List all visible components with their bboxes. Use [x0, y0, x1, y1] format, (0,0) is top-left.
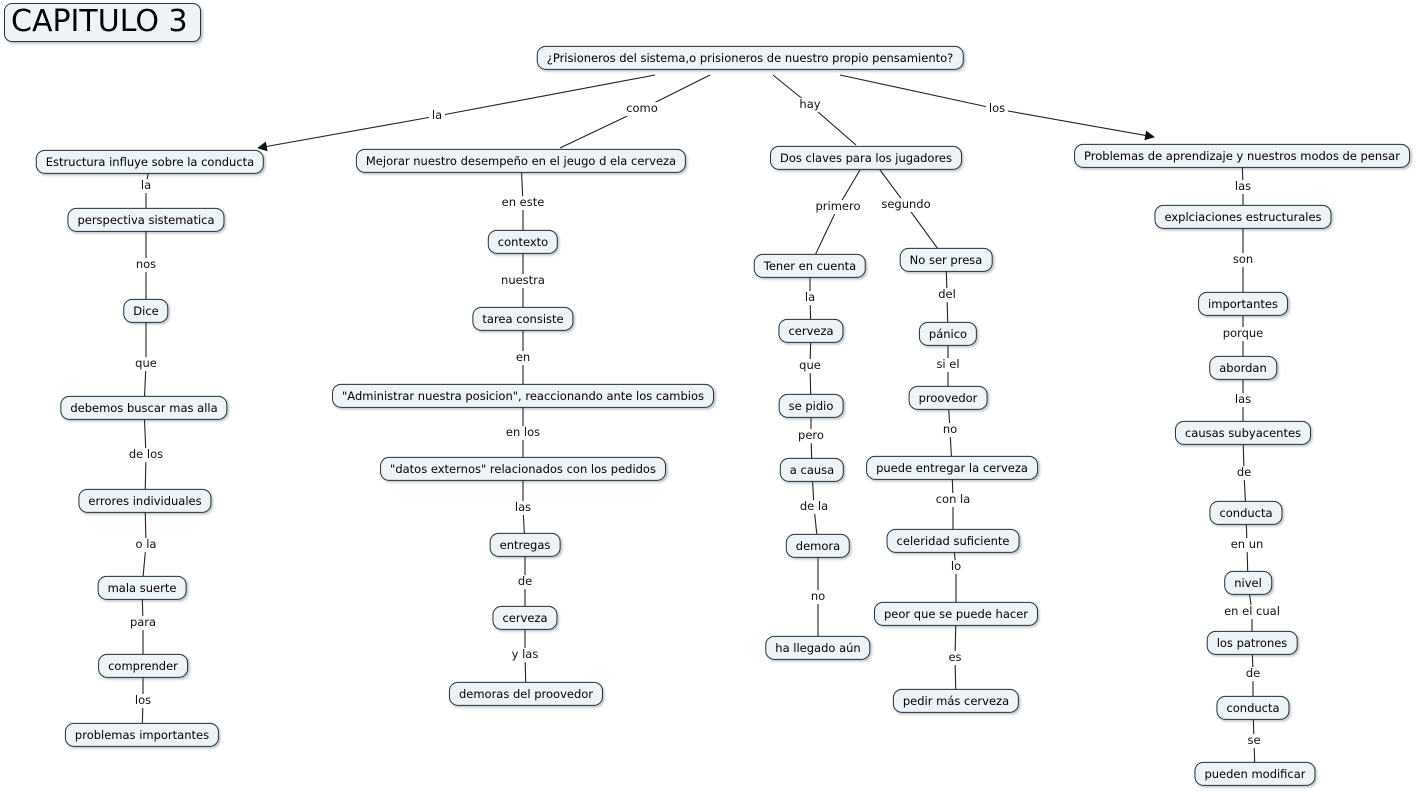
- concept-node[interactable]: conducta: [1209, 500, 1283, 526]
- concept-node[interactable]: cerveza: [492, 605, 558, 631]
- concept-node[interactable]: debemos buscar mas alla: [60, 395, 228, 421]
- link-phrase[interactable]: las: [1231, 392, 1255, 407]
- link-phrase[interactable]: si el: [933, 357, 963, 372]
- link-phrase[interactable]: hay: [796, 97, 824, 112]
- concept-node[interactable]: mala suerte: [97, 575, 187, 601]
- link-phrase[interactable]: que: [796, 358, 824, 373]
- link-phrase[interactable]: de la: [796, 499, 832, 514]
- link-phrase[interactable]: de: [1242, 666, 1264, 681]
- concept-node[interactable]: cerveza: [778, 318, 844, 344]
- concept-node[interactable]: a causa: [779, 457, 845, 483]
- concept-node[interactable]: contexto: [487, 229, 559, 255]
- link-phrase[interactable]: en el cual: [1221, 604, 1283, 619]
- concept-node[interactable]: causas subyacentes: [1174, 420, 1312, 446]
- concept-node[interactable]: perspectiva sistematica: [67, 207, 225, 233]
- concept-node[interactable]: abordan: [1209, 355, 1277, 381]
- link-phrase[interactable]: o la: [132, 537, 160, 552]
- concept-node[interactable]: proovedor: [908, 385, 988, 411]
- link-phrase[interactable]: con la: [932, 492, 974, 507]
- link-phrase[interactable]: no: [939, 422, 961, 437]
- concept-node[interactable]: "datos externos" relacionados con los pe…: [380, 456, 666, 482]
- link-phrase[interactable]: en los: [502, 425, 544, 440]
- link-phrase[interactable]: de los: [125, 447, 167, 462]
- link-phrase[interactable]: los: [131, 693, 155, 708]
- concept-node[interactable]: ha llegado aún: [765, 635, 871, 661]
- link-phrase[interactable]: en: [512, 350, 534, 365]
- link-phrase[interactable]: porque: [1219, 326, 1267, 341]
- link-phrase[interactable]: que: [132, 356, 160, 371]
- link-phrase[interactable]: las: [511, 500, 535, 515]
- root-node[interactable]: ¿Prisioneros del sistema,o prisioneros d…: [536, 45, 964, 71]
- link-phrase[interactable]: los: [985, 101, 1009, 116]
- link-phrase[interactable]: la: [428, 108, 446, 123]
- link-phrase[interactable]: se: [1244, 733, 1264, 748]
- branch2-header[interactable]: Mejorar nuestro desempeño en el jeugo d …: [355, 148, 687, 174]
- concept-node[interactable]: demoras del proovedor: [448, 681, 604, 707]
- concept-node[interactable]: explciaciones estructurales: [1154, 204, 1332, 230]
- link-phrase[interactable]: no: [807, 589, 829, 604]
- concept-node[interactable]: celeridad suficiente: [886, 528, 1020, 554]
- concept-node[interactable]: peor que se puede hacer: [874, 601, 1038, 627]
- link-phrase[interactable]: nos: [132, 257, 160, 272]
- branch3-header[interactable]: Dos claves para los jugadores: [770, 145, 962, 171]
- link-phrase[interactable]: de: [514, 574, 536, 589]
- link-phrase[interactable]: es: [945, 650, 965, 665]
- link-phrase[interactable]: nuestra: [498, 273, 548, 288]
- concept-node[interactable]: se pidio: [778, 393, 844, 419]
- link-phrase[interactable]: para: [126, 615, 160, 630]
- link-phrase[interactable]: la: [137, 178, 155, 193]
- concept-node[interactable]: errores individuales: [78, 488, 212, 514]
- concept-node[interactable]: entregas: [489, 532, 561, 558]
- link-phrase[interactable]: son: [1229, 252, 1257, 267]
- link-phrase[interactable]: las: [1231, 179, 1255, 194]
- concept-node[interactable]: problemas importantes: [64, 722, 220, 748]
- concept-node[interactable]: Tener en cuenta: [753, 253, 867, 279]
- concept-node[interactable]: "Administrar nuestra posicion", reaccion…: [332, 383, 714, 409]
- link-phrase[interactable]: pero: [795, 428, 827, 443]
- link-phrase[interactable]: primero: [812, 199, 864, 214]
- link-phrase[interactable]: la: [801, 290, 819, 305]
- concept-node[interactable]: pueden modificar: [1194, 761, 1316, 787]
- link-phrase[interactable]: como: [623, 101, 661, 116]
- link-phrase[interactable]: lo: [947, 559, 965, 574]
- chapter-title[interactable]: CAPITULO 3: [4, 3, 201, 42]
- concept-node[interactable]: tarea consiste: [472, 306, 574, 332]
- branch4-header[interactable]: Problemas de aprendizaje y nuestros modo…: [1074, 143, 1410, 169]
- concept-node[interactable]: pánico: [918, 321, 978, 347]
- concept-node[interactable]: pedir más cerveza: [892, 688, 1020, 714]
- link-phrase[interactable]: del: [935, 287, 959, 302]
- link-phrase[interactable]: en este: [498, 195, 548, 210]
- concept-node[interactable]: nivel: [1224, 570, 1272, 596]
- concept-node[interactable]: comprender: [98, 653, 188, 679]
- concept-node[interactable]: puede entregar la cerveza: [866, 455, 1038, 481]
- concept-node[interactable]: Dice: [123, 298, 169, 324]
- concept-node[interactable]: importantes: [1198, 291, 1288, 317]
- link-phrase[interactable]: segundo: [878, 197, 934, 212]
- concept-node[interactable]: los patrones: [1206, 630, 1298, 656]
- branch1-header[interactable]: Estructura influye sobre la conducta: [35, 149, 265, 175]
- link-phrase[interactable]: de: [1233, 465, 1255, 480]
- concept-node[interactable]: conducta: [1216, 695, 1290, 721]
- concept-node[interactable]: demora: [785, 533, 851, 559]
- link-phrase[interactable]: y las: [508, 647, 542, 662]
- link-phrase[interactable]: en un: [1227, 537, 1267, 552]
- concept-node[interactable]: No ser presa: [899, 247, 993, 273]
